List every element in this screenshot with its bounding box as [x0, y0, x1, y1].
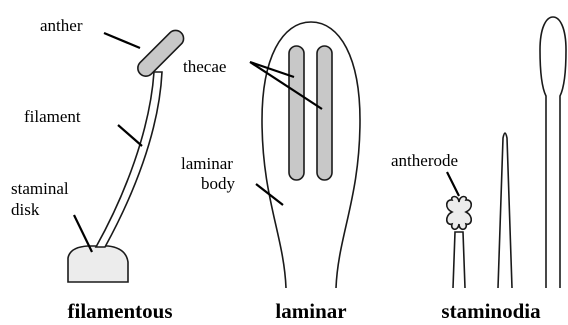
laminar-body-label-line1: laminar: [181, 154, 233, 173]
laminar-body-shape: [262, 22, 360, 288]
anther-leader-line: [104, 33, 140, 48]
antherode-label: antherode: [391, 151, 458, 170]
filamentous-caption: filamentous: [68, 299, 173, 323]
subulate-staminode-shape: [498, 133, 512, 288]
spatulate-staminode-shape: [540, 17, 566, 288]
filament-leader-line: [118, 125, 142, 146]
antherode-leader-line: [447, 172, 459, 196]
antherode-shape: [447, 197, 472, 230]
staminal-disk-label-line1: staminal: [11, 179, 69, 198]
laminar-panel: thecae laminar body laminar: [181, 22, 360, 323]
filamentous-panel: anther filament staminal disk filamentou…: [11, 16, 187, 323]
theca-left: [289, 46, 304, 180]
laminar-body-label-line2: body: [201, 174, 236, 193]
staminal-disk-shape: [68, 246, 128, 282]
filament-shape: [96, 72, 162, 247]
staminodia-caption: staminodia: [441, 299, 541, 323]
staminodia-panel: antherode staminodia: [391, 17, 566, 323]
anther-label: anther: [40, 16, 83, 35]
laminar-caption: laminar: [275, 299, 346, 323]
thecae-label: thecae: [183, 57, 226, 76]
theca-right: [317, 46, 332, 180]
staminal-disk-label-line2: disk: [11, 200, 40, 219]
filament-label: filament: [24, 107, 81, 126]
antherode-stalk: [453, 232, 465, 288]
